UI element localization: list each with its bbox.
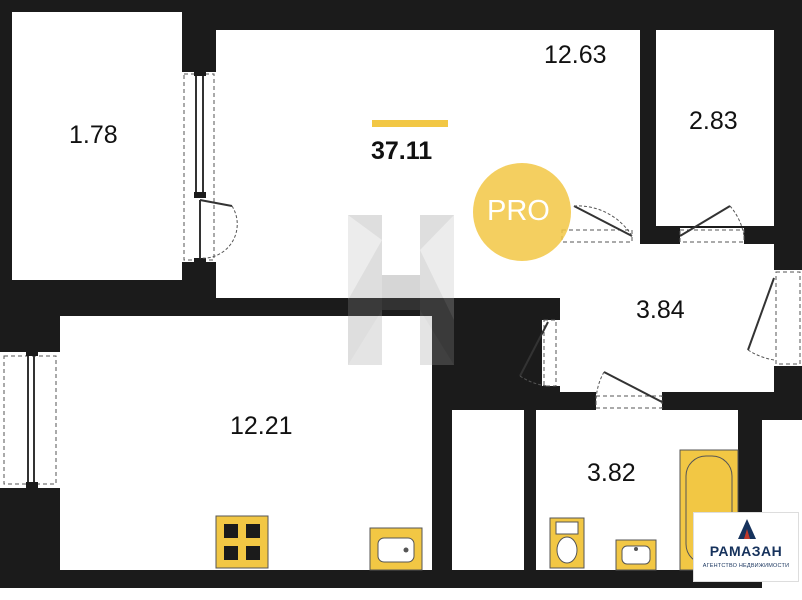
pro-watermark-circle: [473, 163, 571, 261]
area-balcony: 1.78: [69, 121, 118, 149]
door-bedroom: [561, 205, 633, 244]
door-bathroom: [595, 371, 663, 410]
total-area-bar: [372, 120, 448, 127]
door-storage: [679, 205, 745, 244]
hallway-window: [747, 270, 802, 366]
bathroom-sink: [615, 539, 657, 571]
area-hallway: 3.84: [636, 296, 685, 324]
brand-logo-box: РАМАЗАН АГЕНТСТВО НЕДВИЖИМОСТИ: [693, 512, 799, 582]
toilet: [549, 517, 585, 569]
brand-name: РАМАЗАН: [709, 543, 783, 559]
kitchen-sink: [369, 527, 423, 571]
brand-logo-icon: [738, 519, 756, 539]
pro-watermark-text: PRO: [487, 195, 550, 227]
brand-subtitle: АГЕНТСТВО НЕДВИЖИМОСТИ: [702, 563, 790, 569]
room-storage: [656, 30, 774, 226]
room-hallway: [560, 244, 774, 392]
area-bathroom: 3.82: [587, 459, 636, 487]
watermark-h-logo: [348, 215, 454, 365]
outside-bottom: [0, 588, 802, 600]
area-kitchen: 12.21: [230, 412, 293, 440]
door-kitchen: [519, 319, 560, 387]
room-balcony: [12, 12, 182, 280]
area-bedroom: 12.63: [544, 41, 607, 69]
balcony-window: [182, 70, 238, 264]
area-storage: 2.83: [689, 107, 738, 135]
total-area: 37.11: [371, 137, 433, 165]
kitchen-window: [0, 350, 60, 488]
stove: [215, 515, 269, 569]
room-wc-closet: [452, 410, 524, 570]
